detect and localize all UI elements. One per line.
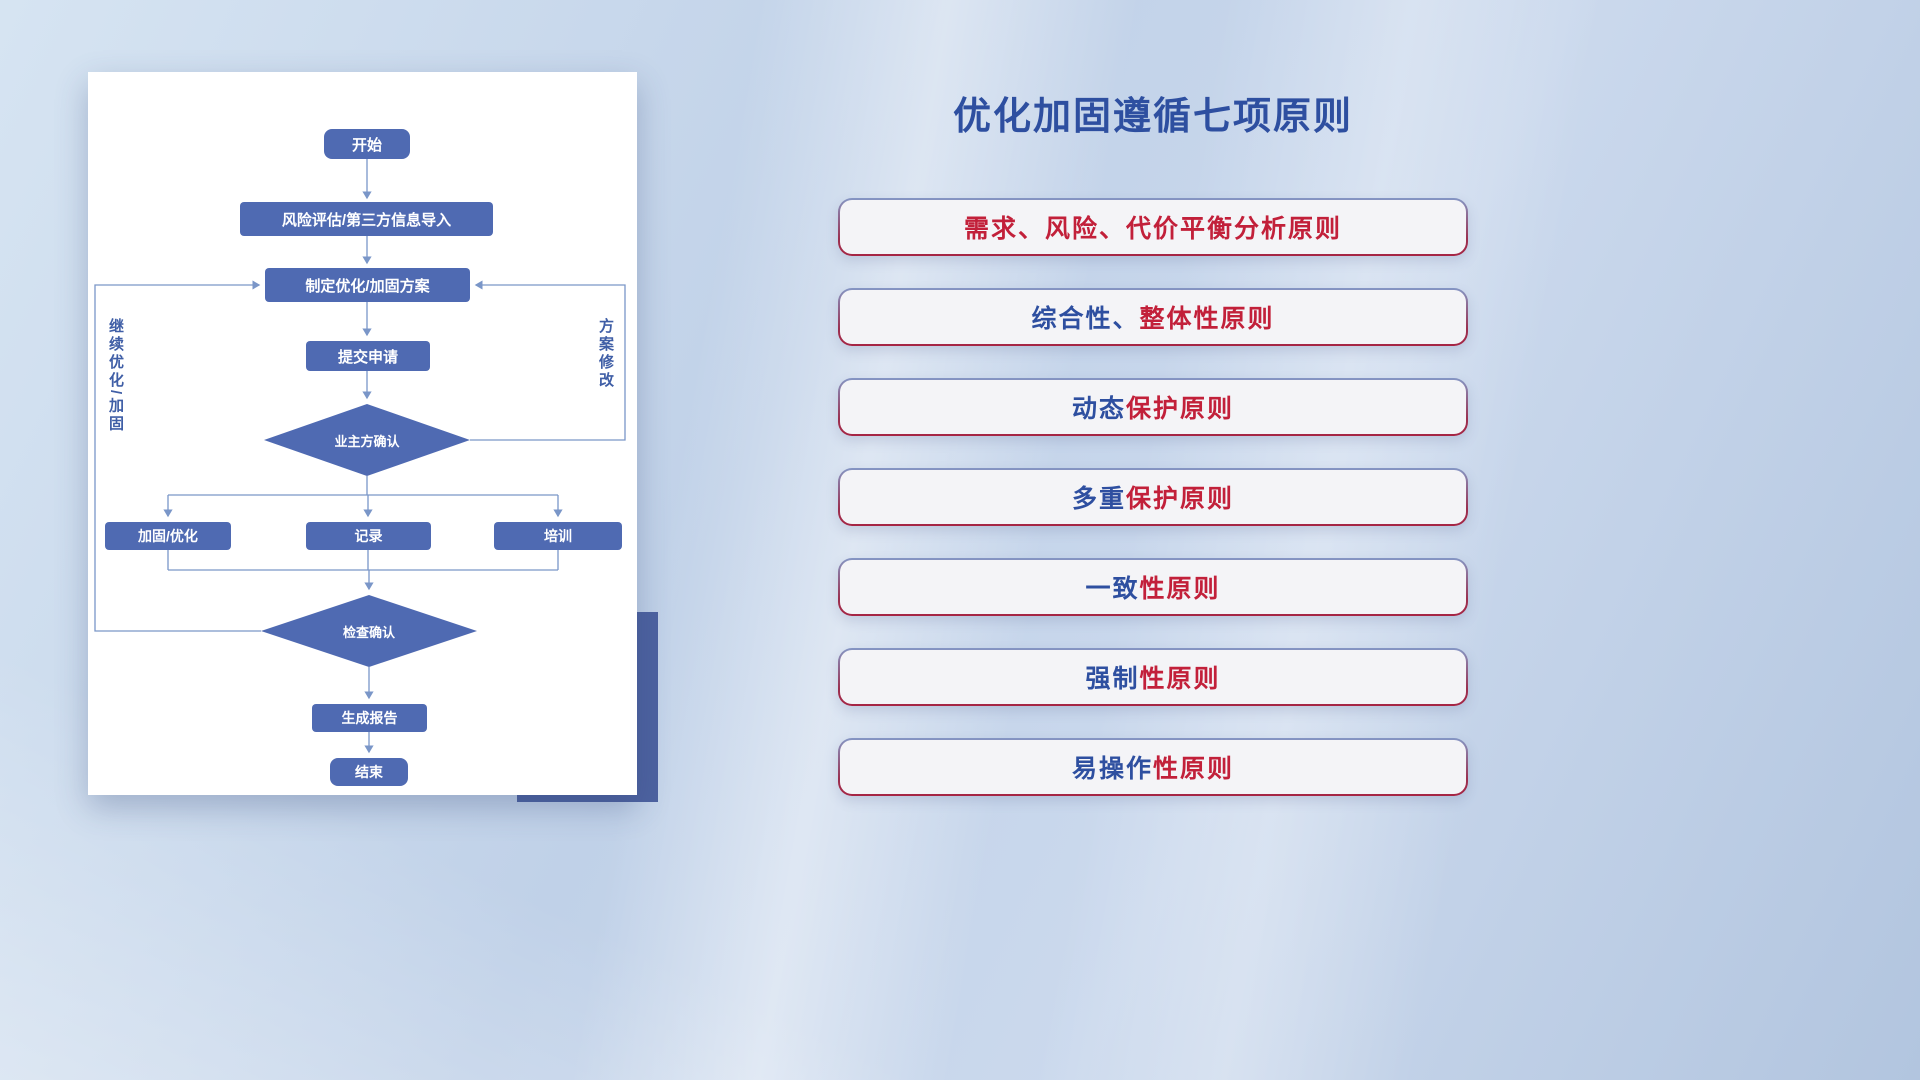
flow-node-report: 生成报告	[312, 704, 427, 732]
principle-text: 一致	[1085, 575, 1140, 603]
principle-card-inner: 多重 保护原则	[840, 470, 1466, 524]
flow-node-training: 培训	[494, 522, 622, 550]
flow-node-record-label: 记录	[354, 528, 383, 544]
principle-card: 动态 保护原则	[838, 378, 1468, 436]
flow-loop-label-left: 继续优化/加固	[107, 318, 124, 434]
flow-loop-label-right: 方案修改	[597, 318, 614, 390]
principle-text: 多重	[1071, 485, 1126, 513]
flow-node-end: 结束	[330, 758, 408, 786]
flow-node-submit: 提交申请	[306, 341, 430, 371]
flow-node-record: 记录	[306, 522, 431, 550]
principle-text: 性原则	[1139, 665, 1221, 693]
principle-card-inner: 强制 性原则	[840, 650, 1466, 704]
principle-text: 易操作	[1071, 755, 1153, 783]
flow-node-start: 开始	[324, 129, 410, 159]
principle-card: 易操作 性原则	[838, 738, 1468, 796]
principle-card: 强制 性原则	[838, 648, 1468, 706]
flow-connectors	[94, 159, 626, 754]
flow-node-plan: 制定优化/加固方案	[265, 268, 470, 302]
principle-card: 多重 保护原则	[838, 468, 1468, 526]
flow-node-reinforce-label: 加固/优化	[138, 528, 198, 544]
flow-node-submit-label: 提交申请	[337, 348, 398, 366]
principle-text: 需求、风险、代价平衡分析原则	[963, 215, 1342, 243]
principle-text: 性原则	[1139, 575, 1221, 603]
principle-text: 动态	[1071, 395, 1126, 423]
flow-node-start-label: 开始	[351, 136, 382, 154]
principle-card-inner: 易操作 性原则	[840, 740, 1466, 794]
flowchart-card: 开始 风险评估/第三方信息导入 制定优化/加固方案 提交申请 业主方确认 加固/…	[88, 72, 637, 795]
principle-text: 保护原则	[1126, 395, 1235, 423]
principle-text: 强制	[1085, 665, 1140, 693]
flow-node-plan-label: 制定优化/加固方案	[305, 277, 430, 295]
page-title: 优化加固遵循七项原则	[952, 96, 1353, 138]
principle-card-inner: 综合性、 整体性原则	[840, 290, 1466, 344]
principle-card: 一致 性原则	[838, 558, 1468, 616]
flow-node-check-label: 检查确认	[342, 624, 395, 640]
flow-node-risk-label: 风险评估/第三方信息导入	[281, 211, 452, 229]
principle-card: 综合性、 整体性原则	[838, 288, 1468, 346]
flow-node-end-label: 结束	[355, 764, 383, 780]
flow-node-training-label: 培训	[544, 528, 572, 544]
flow-node-report-label: 生成报告	[341, 710, 398, 726]
principle-text: 综合性、	[1031, 305, 1140, 333]
flow-node-reinforce: 加固/优化	[105, 522, 231, 550]
principle-text: 保护原则	[1126, 485, 1235, 513]
flow-node-confirm-label: 业主方确认	[334, 433, 400, 449]
principle-text: 性原则	[1153, 755, 1235, 783]
principle-card-inner: 需求、风险、代价平衡分析原则	[840, 200, 1466, 254]
principle-card: 需求、风险、代价平衡分析原则	[838, 198, 1468, 256]
flow-node-risk: 风险评估/第三方信息导入	[240, 202, 493, 236]
principle-card-inner: 动态 保护原则	[840, 380, 1466, 434]
principle-card-inner: 一致 性原则	[840, 560, 1466, 614]
principle-text: 整体性原则	[1139, 305, 1275, 333]
